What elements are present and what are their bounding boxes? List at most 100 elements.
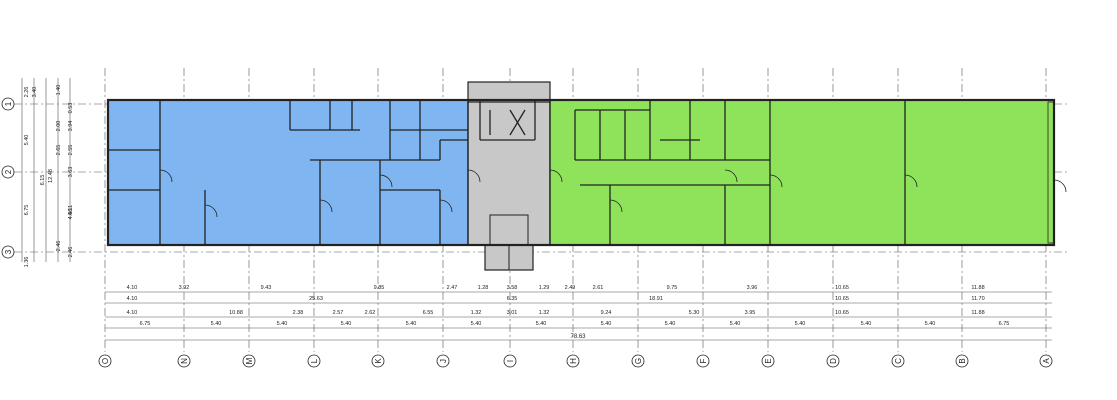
door-swing (769, 174, 783, 188)
dimension-label: 4.10 (127, 285, 138, 291)
column-axis-label: F (699, 358, 708, 363)
column-axis-circle (631, 354, 645, 368)
dimension-label: 4.10 (127, 310, 138, 316)
left-dimension-label: 12.48 (48, 169, 54, 183)
overall-dimension-label: 78.63 (570, 334, 586, 340)
dimension-label: 5.40 (471, 321, 482, 327)
dimension-label: 5.40 (211, 321, 222, 327)
dimension-label: 5.40 (665, 321, 676, 327)
dimension-label: 5.40 (536, 321, 547, 327)
dimension-label: 9.43 (261, 285, 272, 291)
column-axis-circle (955, 354, 969, 368)
dimension-label: 2.47 (447, 285, 458, 291)
dimension-label: 2.62 (365, 310, 376, 316)
column-axis-label: E (764, 358, 773, 363)
row-axis-label: 3 (4, 249, 13, 254)
column-axis-circle (436, 354, 450, 368)
column-axis-label: C (894, 358, 903, 364)
dimension-label: 5.40 (795, 321, 806, 327)
column-axis-label: L (310, 358, 319, 363)
door-swing (319, 199, 333, 213)
dimension-label: 2.57 (333, 310, 344, 316)
dimension-label: 5.40 (341, 321, 352, 327)
column-axis-circle (371, 354, 385, 368)
door-swing (1053, 179, 1067, 193)
zone-stair-annex (467, 81, 551, 103)
left-dimension-label: 6.75 (24, 205, 30, 216)
door-swing (467, 169, 481, 183)
left-dimension-label: 3.94 (68, 121, 74, 132)
door-swing (439, 199, 453, 213)
dimension-label: 10.88 (229, 310, 243, 316)
left-dimension-label: 2.65 (56, 145, 62, 156)
dimension-label: 3.92 (179, 285, 190, 291)
left-dimension-label: 3.40 (32, 87, 38, 98)
dimension-label: 18.91 (649, 296, 663, 302)
wall-lines (106, 98, 1067, 270)
column-axis-circle (503, 354, 517, 368)
left-dimension-label: 2.26 (24, 87, 30, 98)
left-dimension-label: 1.40 (56, 85, 62, 96)
zone-grey-core (467, 99, 551, 246)
dimension-label: 4.10 (127, 296, 138, 302)
row-axis-circle (1, 165, 15, 179)
dimension-label: 5.30 (689, 310, 700, 316)
wall-segment (509, 109, 526, 136)
door-swing (904, 174, 918, 188)
left-dimension-label: 2.46 (68, 247, 74, 258)
door-swing (159, 169, 173, 183)
dimension-label: 3.01 (507, 310, 518, 316)
column-axis-circle (242, 354, 256, 368)
left-dimension-label: 3.63 (68, 167, 74, 178)
left-dimension-label: 6.15 (40, 175, 46, 186)
door-swing (724, 169, 738, 183)
column-axis-circle (826, 354, 840, 368)
dimension-label: 5.40 (925, 321, 936, 327)
row-axis-markers: 123 (1, 97, 15, 259)
dimension-label: 5.40 (730, 321, 741, 327)
column-axis-label: B (958, 358, 967, 363)
dimension-label: 1.29 (539, 285, 550, 291)
column-axis-circle (696, 354, 710, 368)
dimension-label: 1.28 (478, 285, 489, 291)
door-swing (379, 174, 393, 188)
column-axis-label: M (245, 357, 254, 364)
dimension-label: 3.58 (507, 285, 518, 291)
dimension-label: 1.32 (539, 310, 550, 316)
column-axis-circle (98, 354, 112, 368)
dimension-label: 9.85 (374, 285, 385, 291)
row-axis-circle (1, 245, 15, 259)
dimension-label: 6.35 (507, 296, 518, 302)
left-dimension-label: 4.11 (68, 205, 74, 215)
dimension-label: 3.96 (747, 285, 758, 291)
column-axis-label: D (829, 358, 838, 364)
left-dimension-label: 1.36 (24, 257, 30, 268)
left-dimension-label: 2.55 (68, 145, 74, 156)
column-axis-label: A (1042, 358, 1051, 364)
dimension-label: 5.40 (861, 321, 872, 327)
column-axis-label: N (180, 358, 189, 364)
door-swing (204, 204, 218, 218)
dimension-label: 6.75 (140, 321, 151, 327)
dimension-label: 25.63 (309, 296, 323, 302)
door-swing (609, 199, 623, 213)
column-axis-circle (177, 354, 191, 368)
dimension-label: 11.88 (971, 285, 984, 291)
zone-blue-wing (107, 99, 469, 246)
dimension-label: 10.65 (835, 310, 849, 316)
column-axis-circle (566, 354, 580, 368)
column-axis-label: G (634, 358, 643, 364)
dimension-label: 5.40 (601, 321, 612, 327)
column-axis-label: K (374, 358, 383, 364)
dimension-label: 5.40 (277, 321, 288, 327)
row-axis-label: 1 (4, 101, 13, 106)
exterior-wall-inner (1047, 101, 1055, 244)
column-axis-label: I (506, 360, 515, 362)
dimension-label: 6.75 (999, 321, 1010, 327)
left-dimension-label: 2.00 (56, 121, 62, 132)
column-axis-label: J (439, 359, 448, 363)
column-axis-circle (891, 354, 905, 368)
